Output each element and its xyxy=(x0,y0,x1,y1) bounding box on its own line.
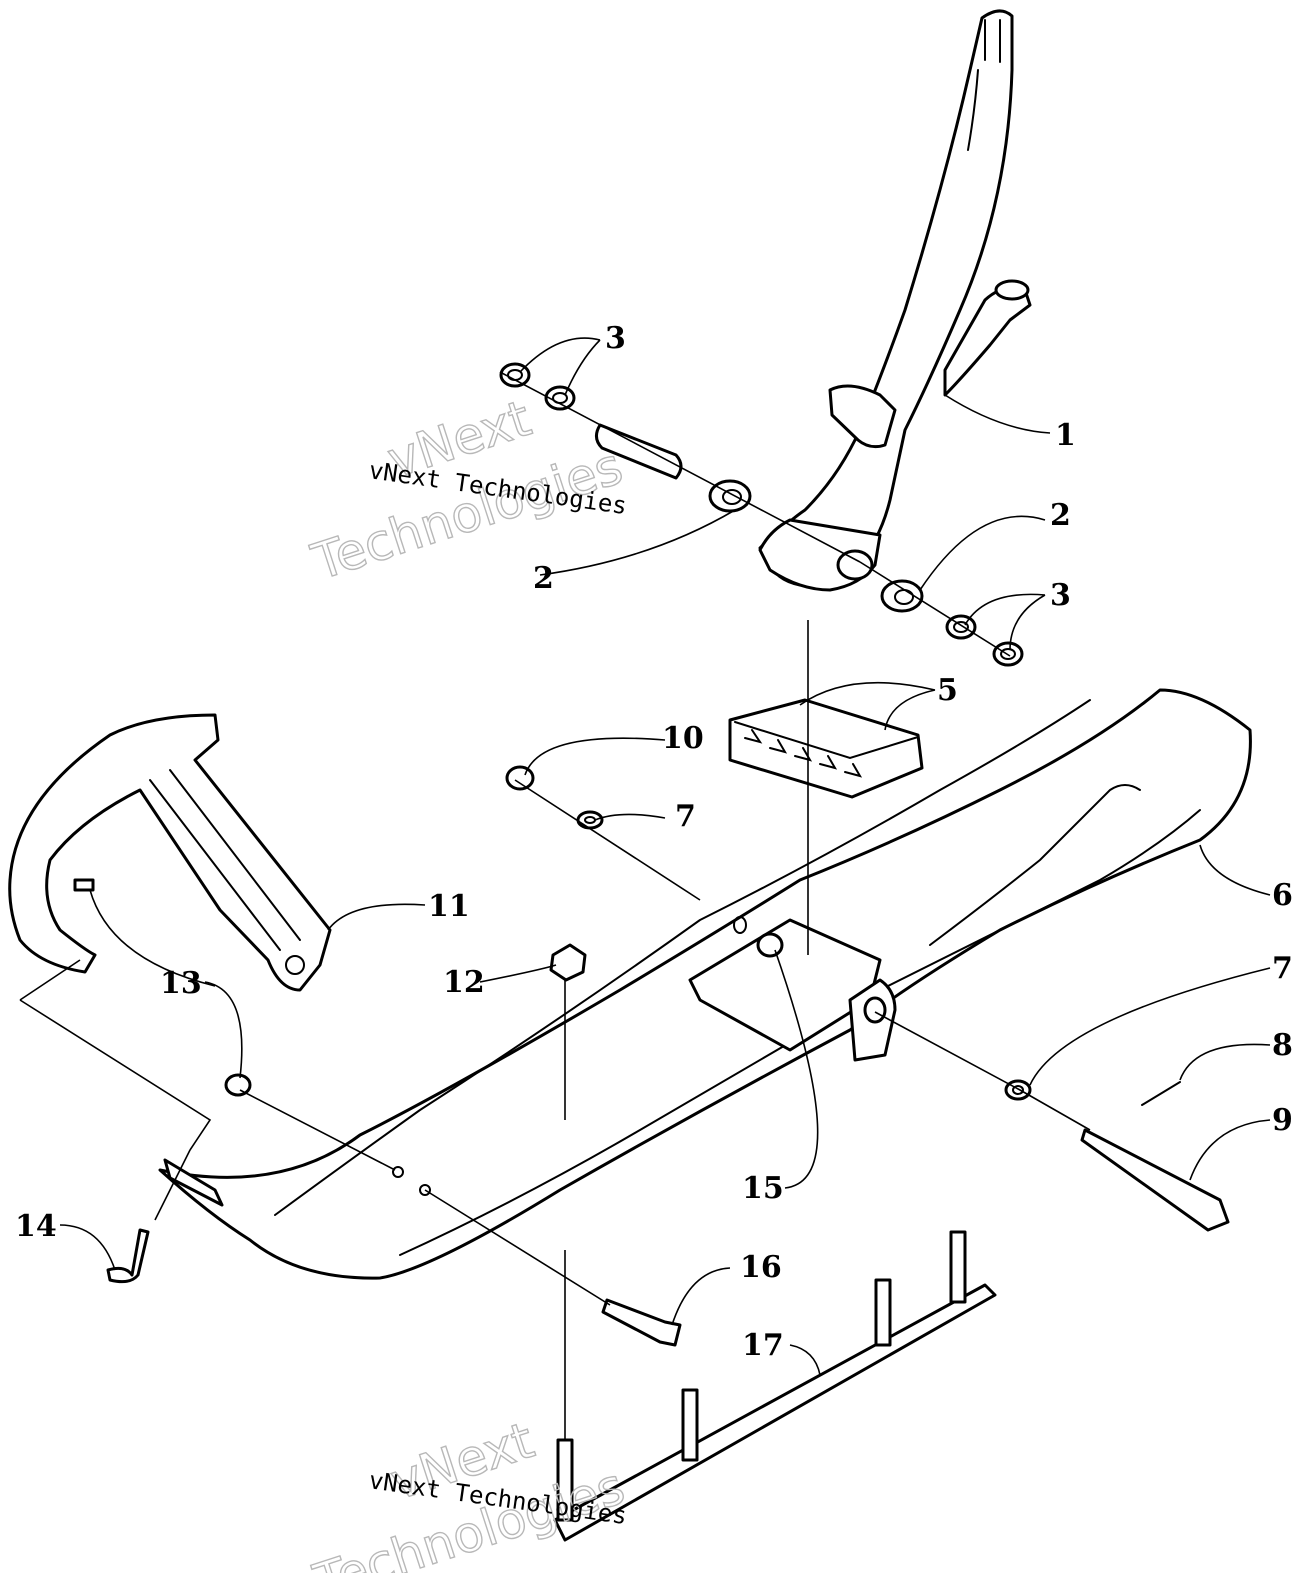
ski-part-6 xyxy=(158,688,1252,1280)
callout-16: 16 xyxy=(740,1250,782,1285)
callout-5: 5 xyxy=(937,673,958,708)
callout-1: 1 xyxy=(1055,418,1076,453)
callout-14: 14 xyxy=(15,1209,57,1244)
watermark-bottom: vNext Technologies vNext Technologies xyxy=(306,1410,632,1573)
bushing-2-right xyxy=(880,579,924,613)
nut-10 xyxy=(505,765,535,791)
washer-3-b xyxy=(544,385,576,411)
wear-bar-part-17 xyxy=(553,1230,997,1542)
sleeve xyxy=(595,423,683,480)
callout-3-right: 3 xyxy=(1050,578,1071,613)
washer-7-left xyxy=(576,810,604,830)
nut-15 xyxy=(756,932,784,958)
callouts: 1 2 2 3 3 5 6 7 7 8 9 10 11 12 13 14 15 … xyxy=(15,321,1293,1363)
right-hardware xyxy=(880,579,1024,667)
fasteners xyxy=(106,765,1230,1347)
callout-12: 12 xyxy=(443,965,485,1000)
callout-2-left: 2 xyxy=(533,561,554,596)
cotter-pin-8 xyxy=(1141,1081,1181,1106)
callout-11: 11 xyxy=(428,889,470,924)
screw-16 xyxy=(601,1298,682,1347)
bolt-9 xyxy=(1080,1128,1230,1232)
callout-7-left: 7 xyxy=(675,799,696,834)
screw-14 xyxy=(106,1228,150,1284)
callout-9: 9 xyxy=(1272,1103,1293,1138)
callout-3-top: 3 xyxy=(605,321,626,356)
callout-10: 10 xyxy=(662,721,704,756)
callout-17: 17 xyxy=(742,1328,784,1363)
handle-part-11 xyxy=(8,713,332,992)
leader-lines xyxy=(19,337,1271,1440)
nut-12 xyxy=(549,943,587,982)
callout-8: 8 xyxy=(1272,1028,1293,1063)
callout-2-right: 2 xyxy=(1050,498,1071,533)
callout-6: 6 xyxy=(1272,878,1293,913)
watermark-top: vNext Technologies vNext Technologies xyxy=(304,388,630,592)
pad-part-5 xyxy=(728,698,924,799)
callout-15: 15 xyxy=(742,1171,784,1206)
spindle-part-1 xyxy=(758,9,1032,592)
callout-13: 13 xyxy=(160,966,202,1001)
callout-7-right: 7 xyxy=(1272,951,1293,986)
nut-13 xyxy=(224,1073,252,1097)
